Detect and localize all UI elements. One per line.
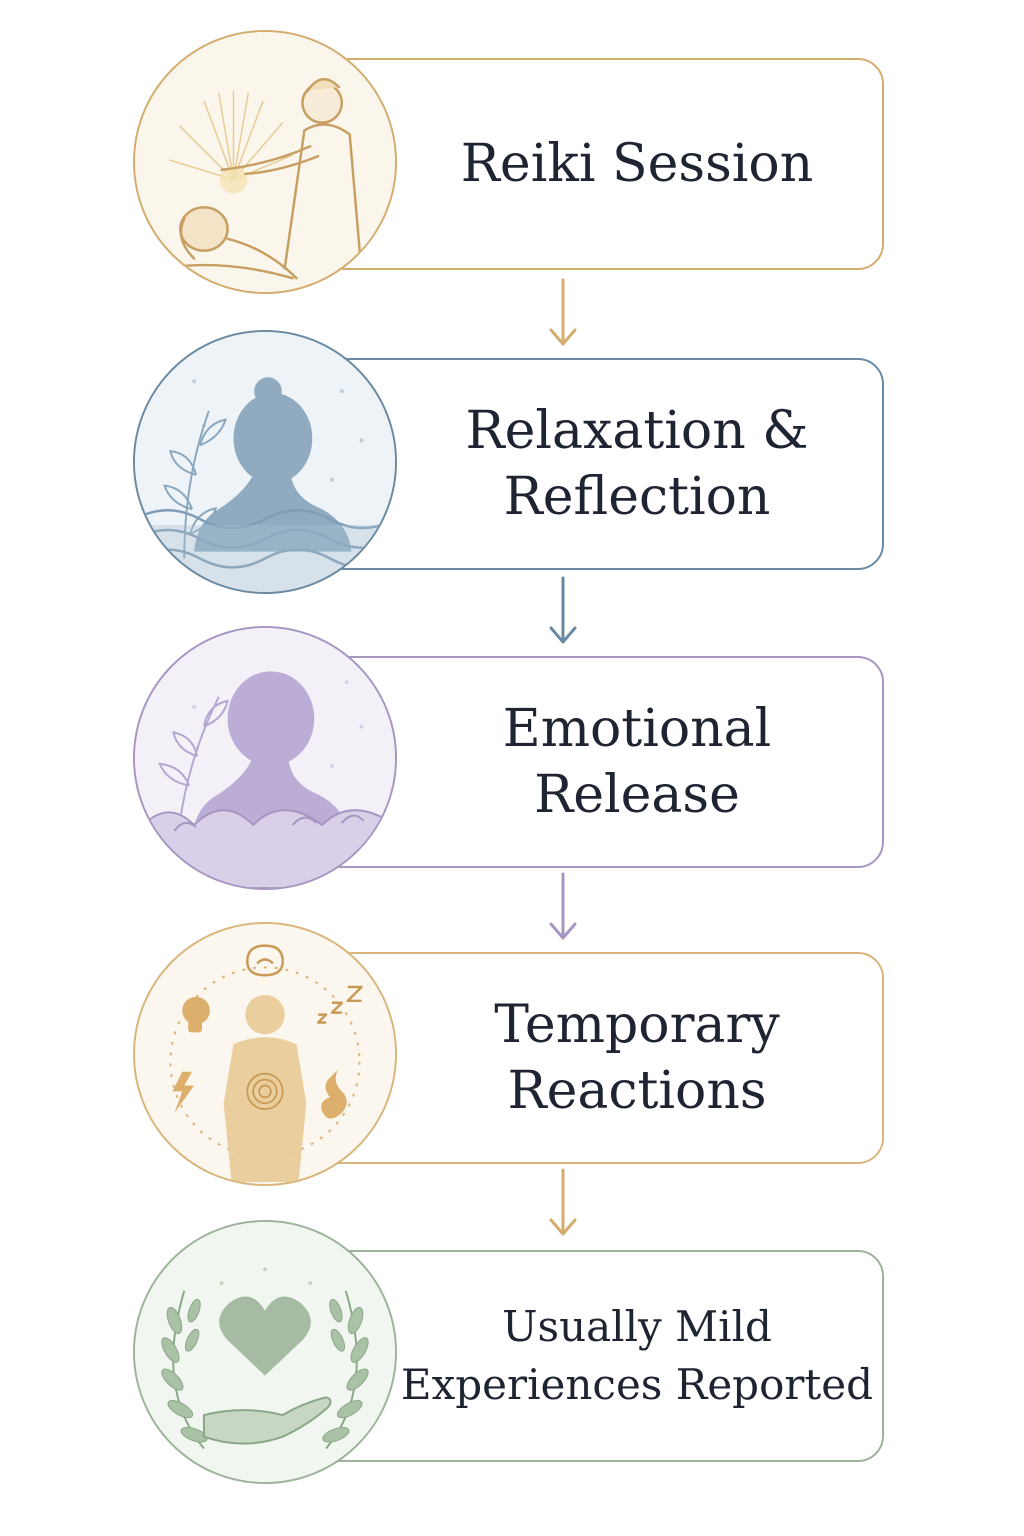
card-label-line-1: Emotional [502, 699, 772, 759]
person-clouds-icon [133, 626, 397, 890]
flow-arrow-1 [548, 278, 578, 350]
card-usually-mild: Usually Mild Experiences Reported [310, 1250, 884, 1462]
flow-arrow-2 [548, 576, 578, 648]
meditating-person-water-icon [133, 330, 397, 594]
card-label-line-1: Temporary [494, 995, 780, 1055]
card-reiki-session: Reiki Session [310, 58, 884, 270]
flow-arrow-4 [548, 1168, 578, 1240]
card-label-line-1: Usually Mild [502, 1302, 772, 1351]
card-label-line-2: Release [534, 765, 740, 825]
reiki-practitioner-icon [133, 30, 397, 294]
card-relaxation-reflection: Relaxation & Reflection [310, 358, 884, 570]
card-label-line-2: Reflection [503, 467, 771, 527]
card-emotional-release: Emotional Release [310, 656, 884, 868]
heart-hand-laurel-icon [133, 1220, 397, 1484]
flow-arrow-3 [548, 872, 578, 944]
card-label-line-2: Experiences Reported [400, 1360, 874, 1409]
card-label-line-2: Reactions [507, 1061, 767, 1121]
card-label-line-1: Relaxation & [465, 401, 809, 461]
card-temporary-reactions: Temporary Reactions [310, 952, 884, 1164]
card-label-line-1: Reiki Session [460, 134, 814, 194]
body-reactions-icon [133, 922, 397, 1186]
